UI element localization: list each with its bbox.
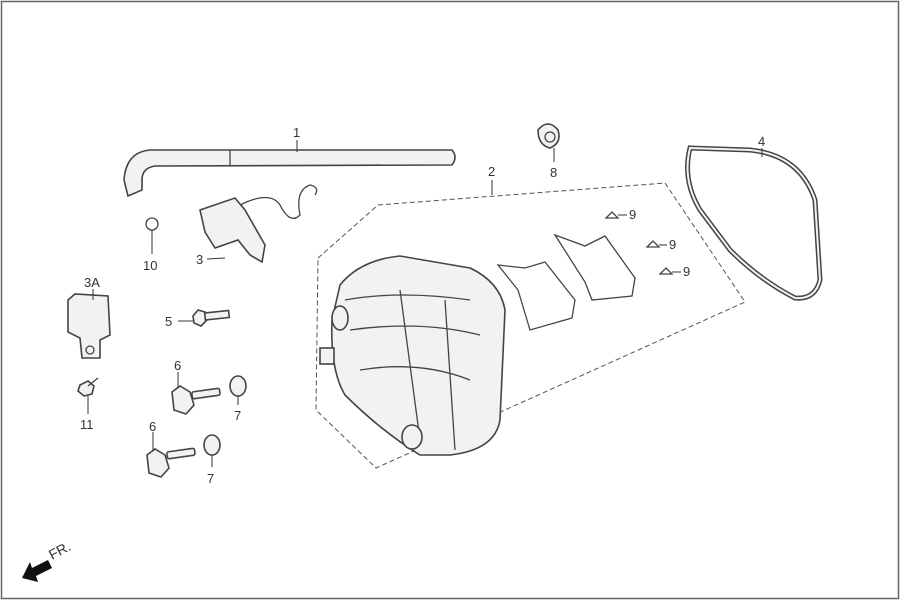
label-9c: 9 [683, 264, 690, 279]
front-direction-arrow-icon [22, 560, 52, 582]
part-9-clip-a[interactable] [604, 211, 627, 219]
part-11-bolt[interactable] [77, 377, 99, 414]
label-2: 2 [488, 164, 495, 179]
label-9a: 9 [629, 207, 636, 222]
label-4: 4 [758, 134, 765, 149]
part-9-clip-b[interactable] [645, 240, 667, 248]
part-9-clip-c[interactable] [658, 267, 681, 275]
part-8-clip[interactable] [537, 123, 560, 162]
part-4-gasket[interactable] [685, 145, 823, 301]
label-3: 3 [196, 252, 203, 267]
part-1-hose[interactable] [123, 140, 456, 198]
part-3a-bracket[interactable] [67, 289, 111, 359]
label-8: 8 [550, 165, 557, 180]
part-6-mount-bolt-2[interactable] [146, 432, 196, 478]
label-1: 1 [293, 125, 300, 140]
part-6-mount-bolt-1[interactable] [171, 372, 221, 415]
part-5-bolt[interactable] [178, 309, 231, 327]
part-3-bracket[interactable] [199, 184, 318, 264]
part-2-housing-assembly[interactable] [315, 180, 746, 469]
label-6b: 6 [149, 419, 156, 434]
part-10-hose-clip[interactable] [145, 217, 159, 254]
front-direction-label: FR. [46, 538, 73, 563]
part-7-washer-1[interactable] [229, 375, 247, 405]
label-3a: 3A [84, 275, 100, 290]
label-9b: 9 [669, 237, 676, 252]
label-11: 11 [80, 417, 94, 432]
label-7b: 7 [207, 471, 214, 486]
label-10: 10 [143, 258, 157, 273]
label-7a: 7 [234, 408, 241, 423]
label-6a: 6 [174, 358, 181, 373]
label-5: 5 [165, 314, 172, 329]
part-7-washer-2[interactable] [203, 434, 221, 467]
